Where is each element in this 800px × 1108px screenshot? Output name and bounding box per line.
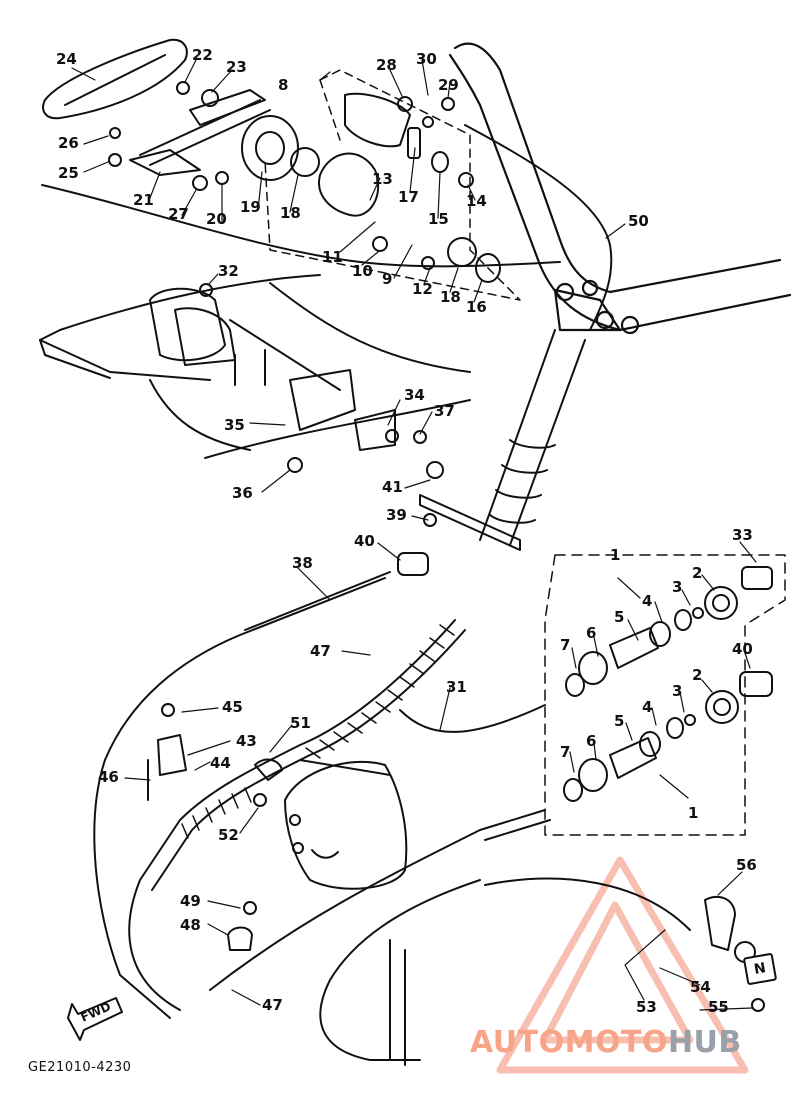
- hull-outline: [39, 184, 561, 459]
- callout-36: 36: [232, 484, 253, 502]
- callout-41: 41: [382, 478, 403, 496]
- callout-18-upper: 18: [280, 204, 301, 222]
- engine-unit: [284, 759, 408, 890]
- callout-28: 28: [376, 56, 397, 74]
- callout-4-upper: 4: [642, 592, 653, 610]
- callout-33: 33: [732, 526, 753, 544]
- callout-26: 26: [58, 134, 79, 152]
- callout-50: 50: [628, 212, 649, 230]
- cable-bracket: [149, 287, 396, 451]
- callout-5-upper: 5: [614, 608, 625, 626]
- callout-10: 10: [352, 262, 373, 280]
- exploded-group-frames: [264, 69, 786, 836]
- callout-45: 45: [222, 698, 243, 716]
- callout-51: 51: [290, 714, 311, 732]
- callout-7-upper: 7: [560, 636, 571, 654]
- callout-46: 46: [98, 768, 119, 786]
- handlebar: [448, 42, 792, 335]
- callout-2-upper: 2: [692, 564, 703, 582]
- callout-56: 56: [736, 856, 757, 874]
- callout-55: 55: [708, 998, 729, 1016]
- callout-40-lower: 40: [732, 640, 753, 658]
- callout-32: 32: [218, 262, 239, 280]
- callout-34: 34: [404, 386, 425, 404]
- callout-1-upper: 1: [610, 546, 621, 564]
- watermark-text-part-b: HUB: [667, 1025, 742, 1060]
- callout-54: 54: [690, 978, 711, 996]
- callout-2-lower: 2: [692, 666, 703, 684]
- callout-31: 31: [446, 678, 467, 696]
- callout-21: 21: [133, 191, 154, 209]
- figure-code: GE21010-4230: [28, 1060, 132, 1075]
- callout-38: 38: [292, 554, 313, 572]
- callout-40-upper: 40: [354, 532, 375, 550]
- callout-22: 22: [192, 46, 213, 64]
- callout-8: 8: [278, 76, 289, 94]
- callout-9: 9: [382, 270, 393, 288]
- callout-6-lower: 6: [586, 732, 597, 750]
- callout-52: 52: [218, 826, 239, 844]
- watermark-text-part-a: AUTOMOTO: [470, 1025, 668, 1060]
- callout-47-lower: 47: [262, 996, 283, 1014]
- callout-49: 49: [180, 892, 201, 910]
- cables: [93, 124, 691, 1066]
- corrugated-boot: [181, 624, 455, 839]
- callout-48: 48: [180, 916, 201, 934]
- callout-20: 20: [206, 210, 227, 228]
- callout-16: 16: [466, 298, 487, 316]
- callout-3-upper: 3: [672, 578, 683, 596]
- callout-25: 25: [58, 164, 79, 182]
- leader-lines: [71, 59, 757, 1011]
- watermark-text: AUTOMOTOHUB: [470, 1025, 742, 1060]
- callout-37: 37: [434, 402, 455, 420]
- callout-24: 24: [56, 50, 77, 68]
- callout-53: 53: [636, 998, 657, 1016]
- callout-30: 30: [416, 50, 437, 68]
- neutral-indicator-badge: N: [742, 952, 778, 986]
- cable-fittings-lower: [563, 690, 739, 802]
- callout-11: 11: [322, 248, 343, 266]
- throttle-housing: [42, 38, 501, 283]
- callout-1-lower: 1: [688, 804, 699, 822]
- fasteners: [108, 81, 765, 1012]
- callout-15: 15: [428, 210, 449, 228]
- callout-39: 39: [386, 506, 407, 524]
- callout-3-lower: 3: [672, 682, 683, 700]
- callout-7-lower: 7: [560, 743, 571, 761]
- callout-19: 19: [240, 198, 261, 216]
- cable-fittings-upper: [397, 552, 773, 697]
- callout-4-lower: 4: [642, 698, 653, 716]
- callout-29: 29: [438, 76, 459, 94]
- callout-13: 13: [372, 170, 393, 188]
- callout-17: 17: [398, 188, 419, 206]
- callout-43: 43: [236, 732, 257, 750]
- callout-35: 35: [224, 416, 245, 434]
- callout-5-lower: 5: [614, 712, 625, 730]
- steering-column: [419, 329, 586, 551]
- callout-23: 23: [226, 58, 247, 76]
- callout-18-lower: 18: [440, 288, 461, 306]
- callout-27: 27: [168, 205, 189, 223]
- callout-6-upper: 6: [586, 624, 597, 642]
- callout-12: 12: [412, 280, 433, 298]
- callout-47-upper: 47: [310, 642, 331, 660]
- fwd-arrow-icon: [67, 997, 123, 1041]
- watermark-triangle-icon: [496, 856, 749, 1074]
- callout-14: 14: [466, 192, 487, 210]
- callout-44: 44: [210, 754, 231, 772]
